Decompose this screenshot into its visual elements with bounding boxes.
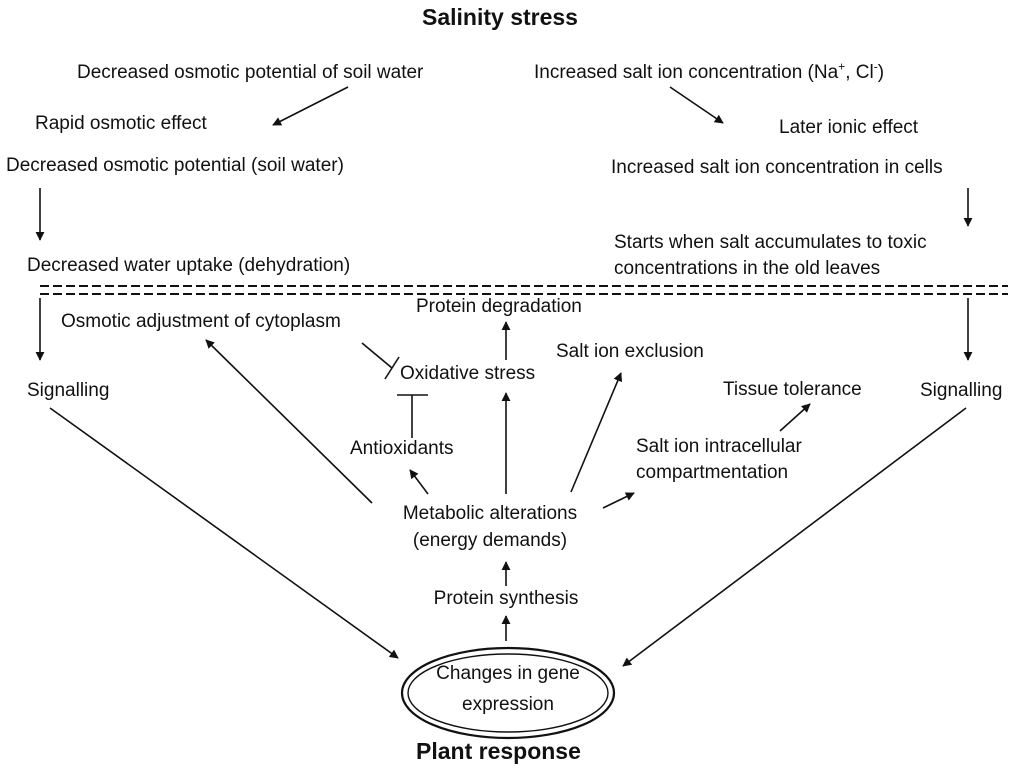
label-salt-ion-exclusion: Salt ion exclusion [556,341,704,362]
arrow-metabolic-to-antioxidants [409,469,429,495]
label-metabolic-line1: Metabolic alterations [402,503,578,524]
arrow-signalling-right-to-gene [622,407,967,667]
label-antioxidants: Antioxidants [350,438,454,459]
label-starts-when-line1: Starts when salt accumulates to toxic [614,232,927,253]
label-salt-ion-concentration: Increased salt ion concentration (Na+, C… [534,59,885,83]
arrow-to-later-ionic [669,86,724,124]
arrow-signalling-left-to-gene [49,407,399,659]
inhibit-osmotic-bar [384,356,400,380]
label-compartmentation-line1: Salt ion intracellular [636,436,802,457]
gene-expression-inner-ring [407,653,609,733]
label-metabolic-line2: (energy demands) [412,530,568,551]
arrow-metabolic-to-osmotic-adjustment [205,339,373,504]
label-compartmentation-line2: compartmentation [636,462,789,483]
label-decreased-water-uptake: Decreased water uptake (dehydration) [27,255,351,276]
label-later-ionic-effect: Later ionic effect [779,117,919,138]
diagram-title: Salinity stress [422,4,578,30]
arrow-compartmentation-to-tissue-tolerance [779,403,811,432]
label-signalling-left: Signalling [27,380,110,401]
label-oxidative-stress: Oxidative stress [400,363,536,384]
sup-plus: + [838,59,846,74]
label-osmotic-adjustment: Osmotic adjustment of cytoplasm [61,311,341,332]
label-tissue-tolerance: Tissue tolerance [723,379,862,400]
arrow-to-rapid-osmotic [272,86,349,126]
label-gene-expression-line1: Changes in gene [436,663,580,684]
diagram-footer: Plant response [416,738,581,764]
label-rapid-osmotic-effect: Rapid osmotic effect [35,113,207,134]
arrow-metabolic-to-compartmentation [602,492,635,509]
arrow-metabolic-to-salt-exclusion [570,372,623,493]
label-decreased-osmotic-potential: Decreased osmotic potential (soil water) [6,155,344,176]
label-protein-synthesis: Protein synthesis [433,588,579,609]
label-signalling-right: Signalling [920,380,1003,401]
label-osmotic-potential-soil: Decreased osmotic potential of soil wate… [77,62,424,83]
inhibit-osmotic-stem [361,342,393,369]
label-protein-degradation: Protein degradation [416,296,582,317]
label-gene-expression-line2: expression [462,694,554,715]
label-increased-in-cells: Increased salt ion concentration in cell… [611,157,943,178]
label-starts-when-line2: concentrations in the old leaves [614,258,881,279]
gene-expression-outer-ring [400,646,616,740]
sup-minus: - [873,59,878,74]
